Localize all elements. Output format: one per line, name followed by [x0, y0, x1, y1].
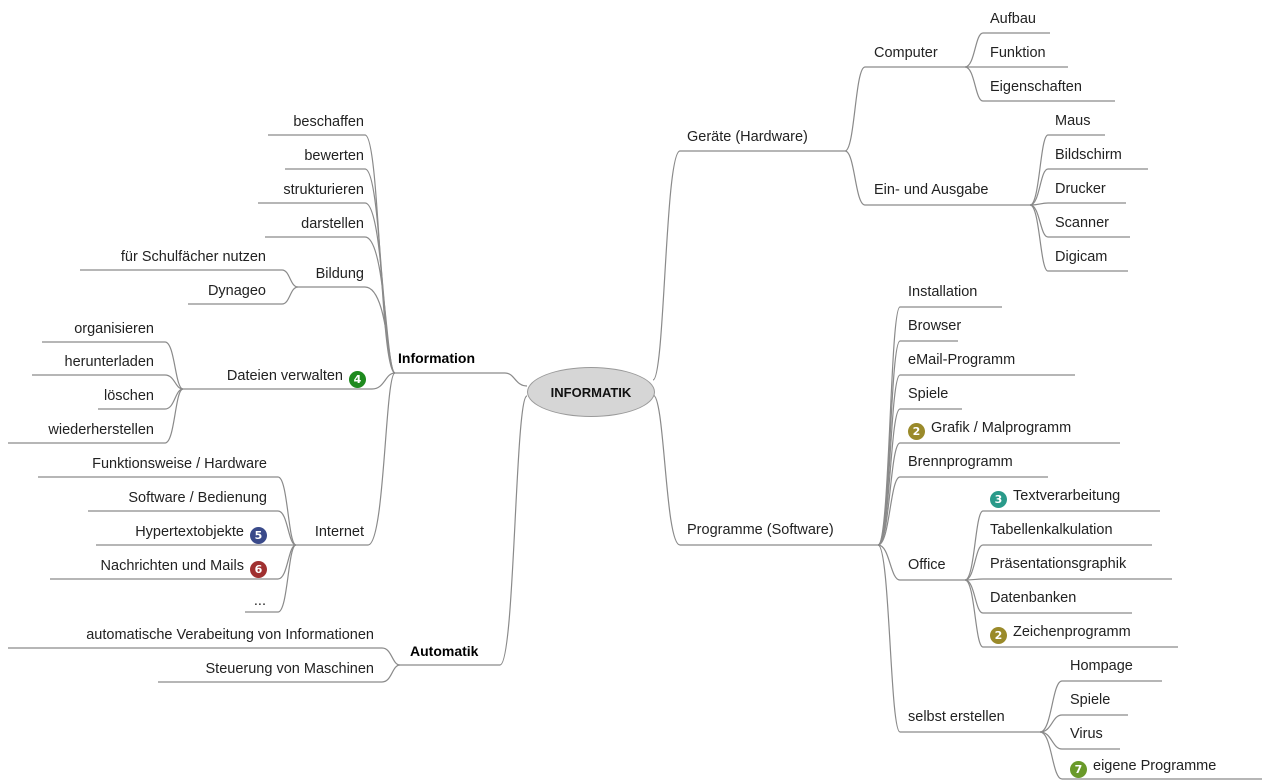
node-tabellenkalkulation[interactable]: Tabellenkalkulation	[990, 522, 1113, 538]
priority-2-icon: 2	[908, 423, 925, 440]
node-herunterladen[interactable]: herunterladen	[64, 354, 155, 370]
priority-6-icon: 6	[250, 561, 267, 578]
textverarbeitung-label: Textverarbeitung	[1013, 488, 1121, 504]
node-digicam[interactable]: Digicam	[1055, 249, 1108, 265]
node-spiele-selbst[interactable]: Spiele	[1070, 692, 1111, 708]
priority-2-icon: 2	[990, 627, 1007, 644]
node-bewerten[interactable]: bewerten	[304, 148, 364, 164]
node-funktionsweise[interactable]: Funktionsweise / Hardware	[92, 456, 267, 472]
grafik-label: Grafik / Malprogramm	[931, 420, 1072, 436]
central-node[interactable]: INFORMATIK	[527, 367, 655, 417]
node-aufbau[interactable]: Aufbau	[990, 11, 1036, 27]
node-beschaffen[interactable]: beschaffen	[293, 114, 364, 130]
dateien-verwalten-label: Dateien verwalten	[226, 368, 343, 384]
node-ellipsis[interactable]: ...	[253, 593, 266, 609]
priority-3-icon: 3	[990, 491, 1007, 508]
node-bildschirm[interactable]: Bildschirm	[1055, 147, 1122, 163]
node-hardware[interactable]: Geräte (Hardware)	[687, 129, 808, 145]
node-dateien-verwalten[interactable]: Dateien verwalten 4	[170, 367, 366, 388]
node-zeichenprogramm[interactable]: 2 Zeichenprogramm	[990, 623, 1131, 644]
node-organisieren[interactable]: organisieren	[74, 321, 154, 337]
node-virus[interactable]: Virus	[1070, 726, 1103, 742]
nachrichten-label: Nachrichten und Mails	[100, 558, 244, 574]
node-loeschen[interactable]: löschen	[104, 388, 154, 404]
node-automatik[interactable]: Automatik	[410, 643, 479, 659]
node-software-bedienung[interactable]: Software / Bedienung	[128, 490, 267, 506]
node-software[interactable]: Programme (Software)	[687, 522, 834, 538]
node-funktion[interactable]: Funktion	[990, 45, 1046, 61]
node-drucker[interactable]: Drucker	[1055, 181, 1106, 197]
node-eigenschaften[interactable]: Eigenschaften	[990, 79, 1082, 95]
node-steuerung[interactable]: Steuerung von Maschinen	[205, 661, 374, 677]
node-textverarbeitung[interactable]: 3 Textverarbeitung	[990, 487, 1120, 508]
node-installation[interactable]: Installation	[908, 284, 978, 300]
node-computer[interactable]: Computer	[874, 45, 938, 61]
zeichenprogramm-label: Zeichenprogramm	[1013, 624, 1131, 640]
node-browser[interactable]: Browser	[908, 318, 962, 334]
central-node-label: INFORMATIK	[550, 384, 632, 400]
eigene-programme-label: eigene Programme	[1093, 758, 1217, 774]
node-strukturieren[interactable]: strukturieren	[283, 182, 364, 198]
node-schulfaecher[interactable]: für Schulfächer nutzen	[120, 249, 266, 265]
node-scanner[interactable]: Scanner	[1055, 215, 1110, 231]
node-ein-ausgabe[interactable]: Ein- und Ausgabe	[874, 182, 989, 198]
node-dynageo[interactable]: Dynageo	[207, 283, 266, 299]
node-verarbeitung[interactable]: automatische Verabeitung von Information…	[86, 627, 374, 643]
priority-7-icon: 7	[1070, 761, 1087, 778]
node-internet[interactable]: Internet	[314, 524, 364, 540]
node-hypertextobjekte[interactable]: Hypertextobjekte 5	[60, 523, 267, 544]
priority-5-icon: 5	[250, 527, 267, 544]
node-brennprogramm[interactable]: Brennprogramm	[908, 454, 1013, 470]
node-selbst-erstellen[interactable]: selbst erstellen	[908, 709, 1005, 725]
node-wiederherstellen[interactable]: wiederherstellen	[48, 422, 154, 438]
node-datenbanken[interactable]: Datenbanken	[990, 590, 1077, 606]
priority-4-icon: 4	[349, 371, 366, 388]
node-email[interactable]: eMail-Programm	[908, 352, 1016, 368]
node-bildung[interactable]: Bildung	[315, 266, 364, 282]
hypertextobjekte-label: Hypertextobjekte	[135, 524, 244, 540]
node-eigene-programme[interactable]: 7 eigene Programme	[1070, 757, 1216, 778]
node-praesentation[interactable]: Präsentationsgraphik	[990, 556, 1127, 572]
node-nachrichten[interactable]: Nachrichten und Mails 6	[30, 557, 267, 578]
node-office[interactable]: Office	[908, 557, 946, 573]
node-spiele[interactable]: Spiele	[908, 386, 949, 402]
node-darstellen[interactable]: darstellen	[301, 216, 364, 232]
node-grafik[interactable]: 2 Grafik / Malprogramm	[908, 419, 1071, 440]
node-hompage[interactable]: Hompage	[1070, 658, 1133, 674]
node-maus[interactable]: Maus	[1055, 113, 1091, 129]
node-information[interactable]: Information	[398, 350, 475, 366]
